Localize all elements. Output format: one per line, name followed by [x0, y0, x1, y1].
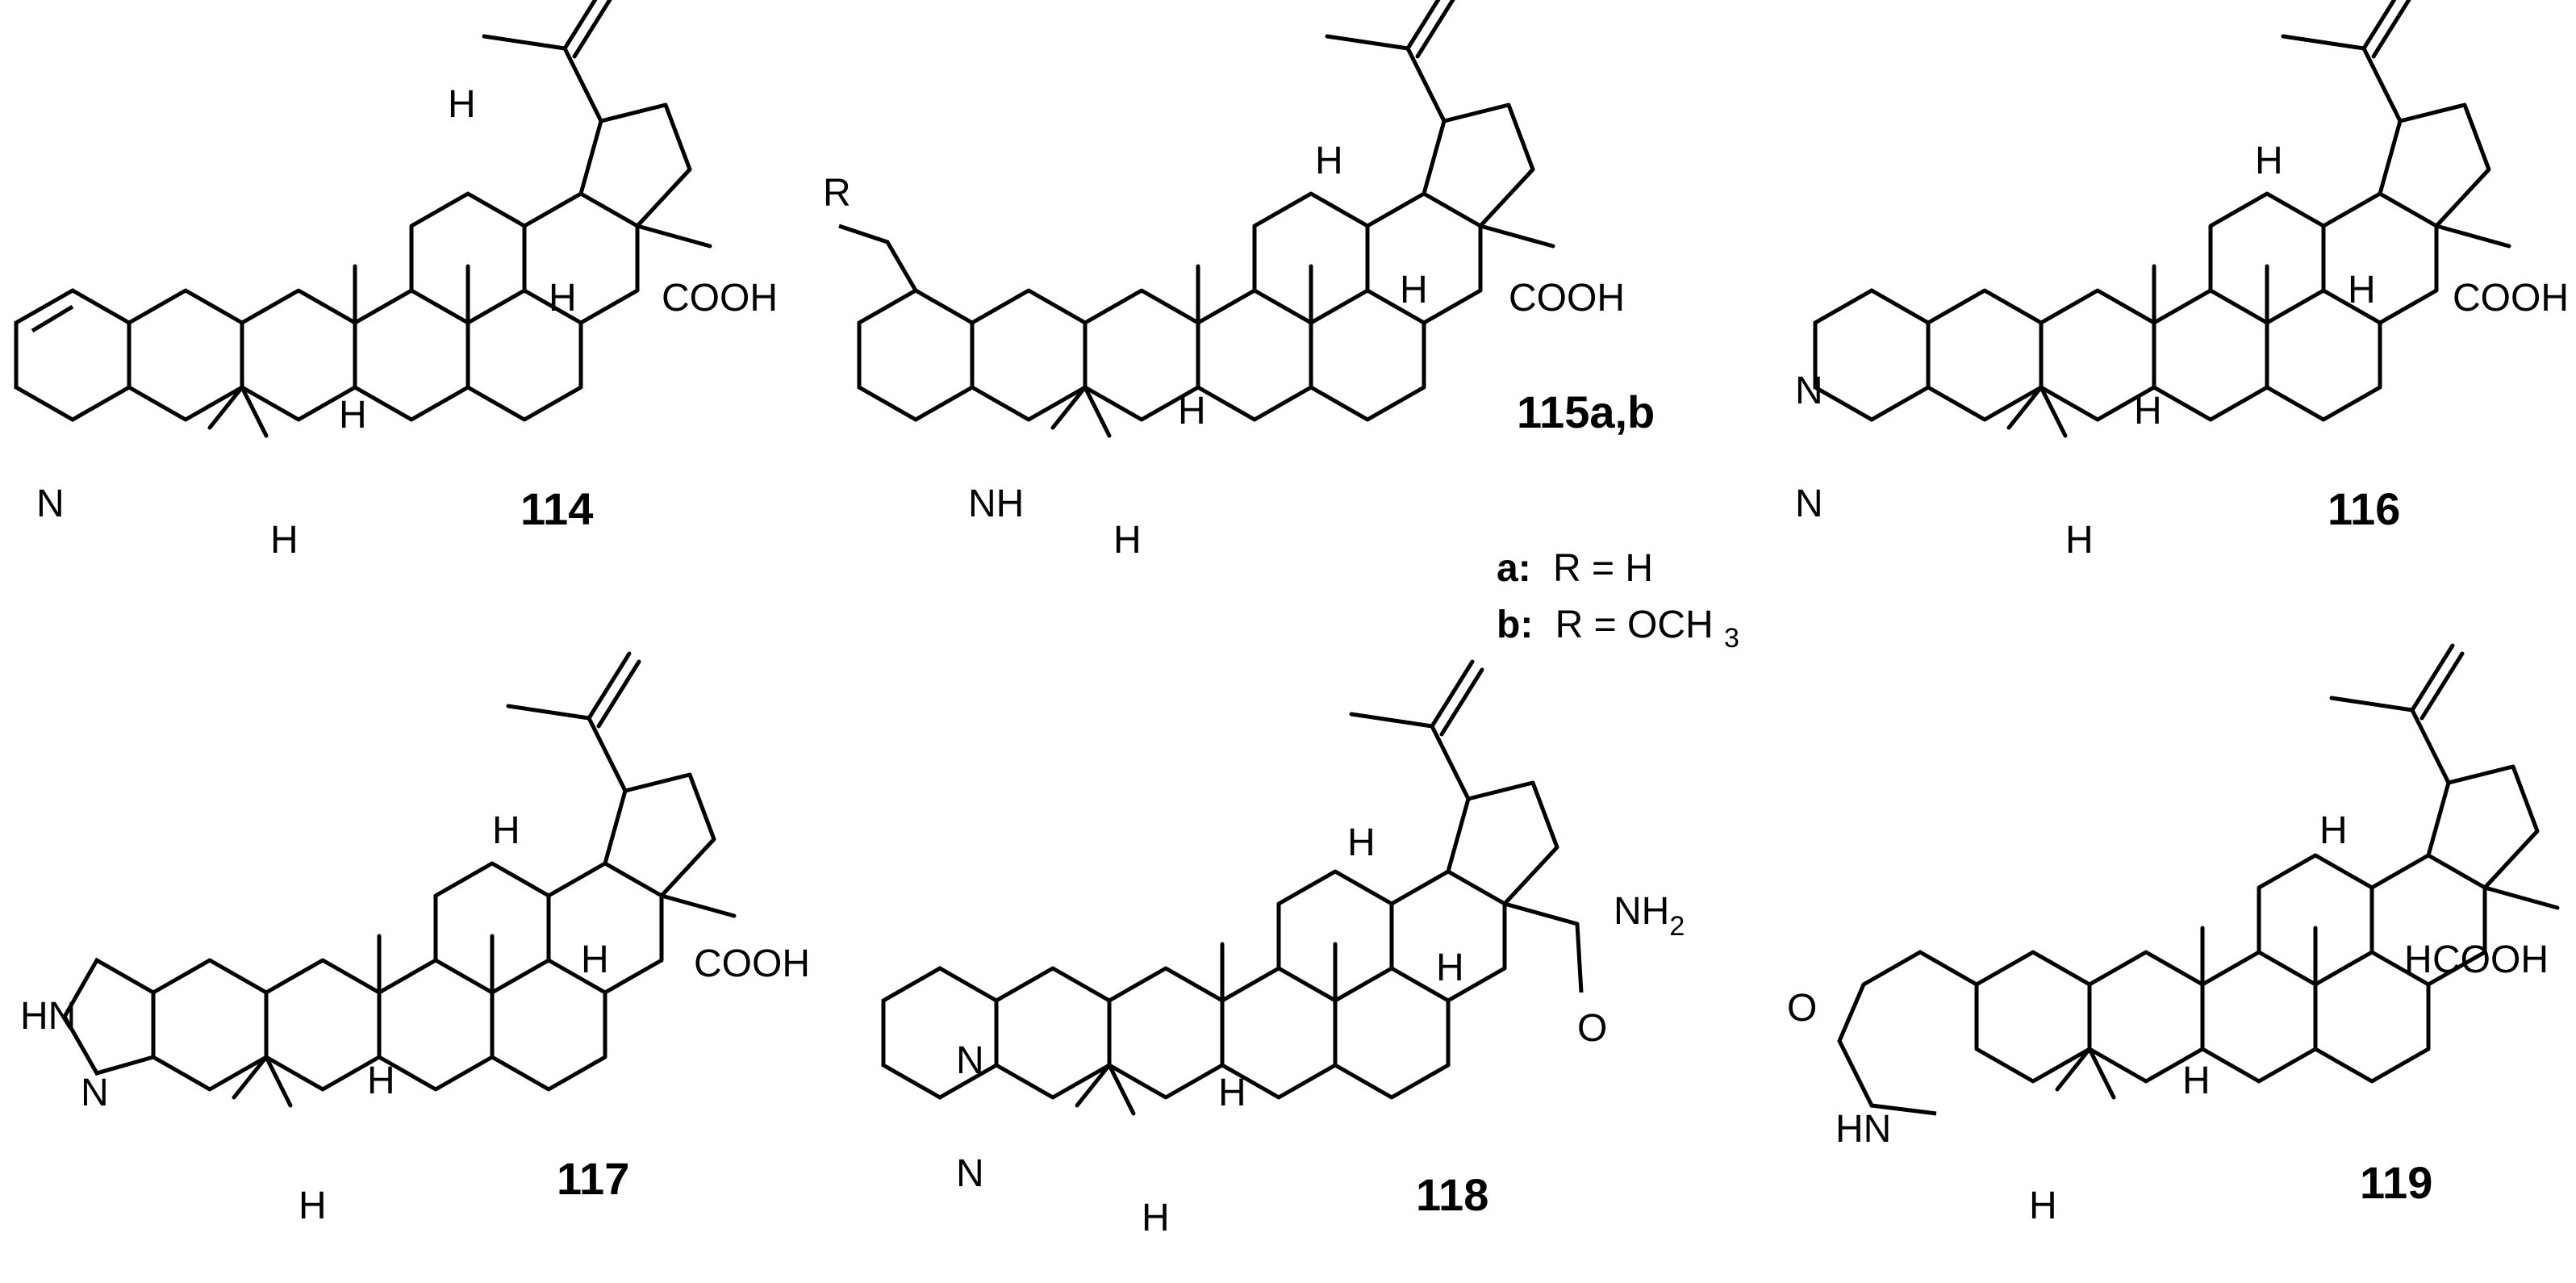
atom-hn: HN: [20, 995, 76, 1038]
legend-subscript: 3: [1724, 623, 1739, 654]
atom-n: N: [956, 1152, 984, 1195]
atom-h: H: [339, 394, 367, 437]
legend-row-b: b: R = OCH 3: [1497, 604, 1739, 654]
atom-h: H: [1436, 947, 1464, 989]
atom-hn: HN: [1835, 1108, 1891, 1151]
carboxyl-group: COOH: [2453, 277, 2569, 320]
atom-h: H: [2255, 140, 2283, 182]
atom-h: H: [367, 1059, 395, 1102]
carboxyl-group: COOH: [2432, 938, 2549, 981]
compound-117: HN N H H H H COOH 117: [20, 654, 810, 1227]
atom-h: H: [2182, 1059, 2211, 1102]
compound-label: 116: [2328, 483, 2400, 534]
carbonyl-oxygen: O: [1577, 1007, 1607, 1050]
atom-n: N: [81, 1072, 109, 1114]
amide-group: NH2: [1614, 890, 1685, 942]
atom-n: N: [1795, 370, 1823, 412]
carboxyl-group: COOH: [1509, 277, 1625, 320]
compound-label: 118: [1416, 1169, 1488, 1220]
atom-h: H: [492, 809, 520, 852]
atom-h: H: [2404, 938, 2432, 981]
atom-h: H: [1178, 390, 1206, 433]
atom-h: H: [2319, 809, 2348, 852]
legend-text: R = OCH: [1555, 604, 1714, 646]
compound-118: N N H H H H NH2 O 118: [881, 662, 1685, 1239]
atom-h: H: [1347, 821, 1376, 864]
atom-h: H: [448, 83, 476, 126]
atom-nh: NH: [968, 483, 1024, 525]
legend-row-a: a: R = H: [1497, 547, 1653, 590]
compound-114: N H H H H COOH 114: [14, 0, 778, 562]
atom-n: N: [36, 483, 65, 525]
compound-label: 117: [557, 1153, 629, 1204]
atom-h: H: [549, 277, 577, 320]
compound-115: R NH H H H H COOH 115a,b a: R = H b: R =…: [823, 0, 1739, 654]
compound-label: 114: [520, 483, 593, 534]
compound-label: 115a,b: [1517, 387, 1655, 437]
atom-h: H: [1400, 269, 1428, 311]
carboxyl-group: COOH: [694, 942, 810, 985]
carboxyl-group: COOH: [662, 277, 778, 320]
atom-h: H: [270, 519, 299, 562]
atom-n: N: [1795, 483, 1823, 525]
atom-h: H: [2134, 390, 2162, 433]
atom-h: H: [581, 938, 609, 981]
atom-h: H: [2065, 519, 2094, 562]
compound-116: N N H H H H COOH 116: [1795, 0, 2569, 562]
atom-n: N: [956, 1039, 984, 1082]
compound-119: O HN H H H H COOH 119: [1787, 646, 2557, 1227]
legend-key: b:: [1497, 604, 1533, 646]
atom-h: H: [1218, 1072, 1246, 1114]
atom-h: H: [1315, 140, 1343, 182]
atom-h: H: [1113, 519, 1142, 562]
compound-label: 119: [2360, 1157, 2432, 1208]
carbonyl-oxygen: O: [1787, 987, 1817, 1030]
r-group: R: [823, 172, 851, 215]
atom-h: H: [2029, 1185, 2057, 1227]
legend-key: a:: [1497, 547, 1531, 590]
atom-h: H: [299, 1185, 327, 1227]
legend-text: R = H: [1553, 547, 1653, 590]
atom-h: H: [1142, 1197, 1170, 1239]
atom-h: H: [2348, 269, 2376, 311]
